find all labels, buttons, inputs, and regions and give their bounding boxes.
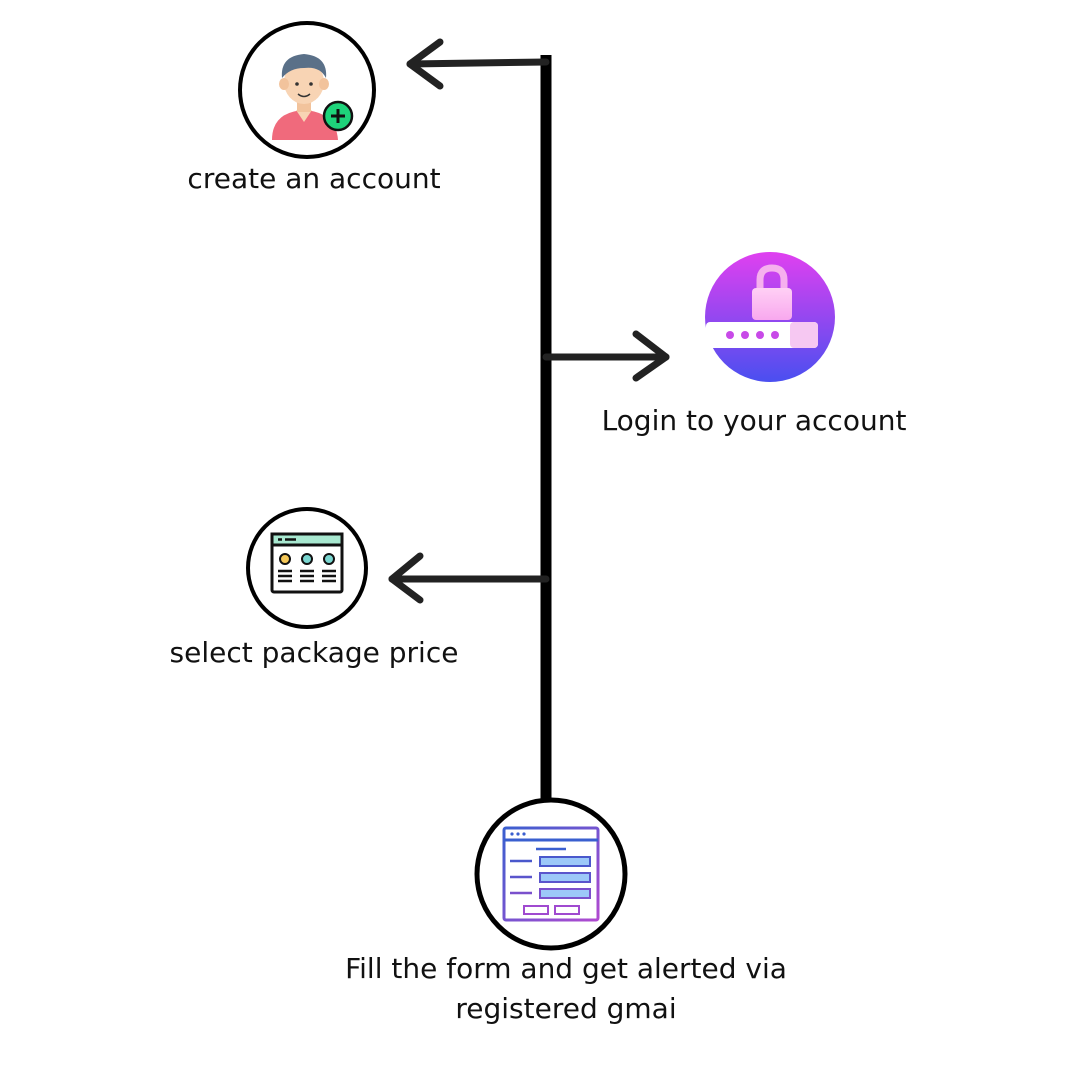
user-add-icon xyxy=(238,21,376,159)
step-label-select-package: select package price xyxy=(169,636,459,669)
step-label-fill-form-line1: Fill the form and get alerted via xyxy=(345,952,787,985)
branch-arrow-select xyxy=(388,552,550,604)
pricing-page-icon xyxy=(246,507,368,629)
branch-arrow-login xyxy=(542,330,670,382)
step-label-create-account: create an account xyxy=(187,162,441,195)
web-form-icon xyxy=(474,797,628,951)
branch-arrow-create xyxy=(406,38,550,90)
step-label-login: Login to your account xyxy=(601,404,907,437)
step-label-fill-form-line2: registered gmai xyxy=(455,992,677,1025)
step-label-fill-form: Fill the form and get alerted via regist… xyxy=(306,949,826,1029)
password-lock-icon xyxy=(705,252,835,382)
